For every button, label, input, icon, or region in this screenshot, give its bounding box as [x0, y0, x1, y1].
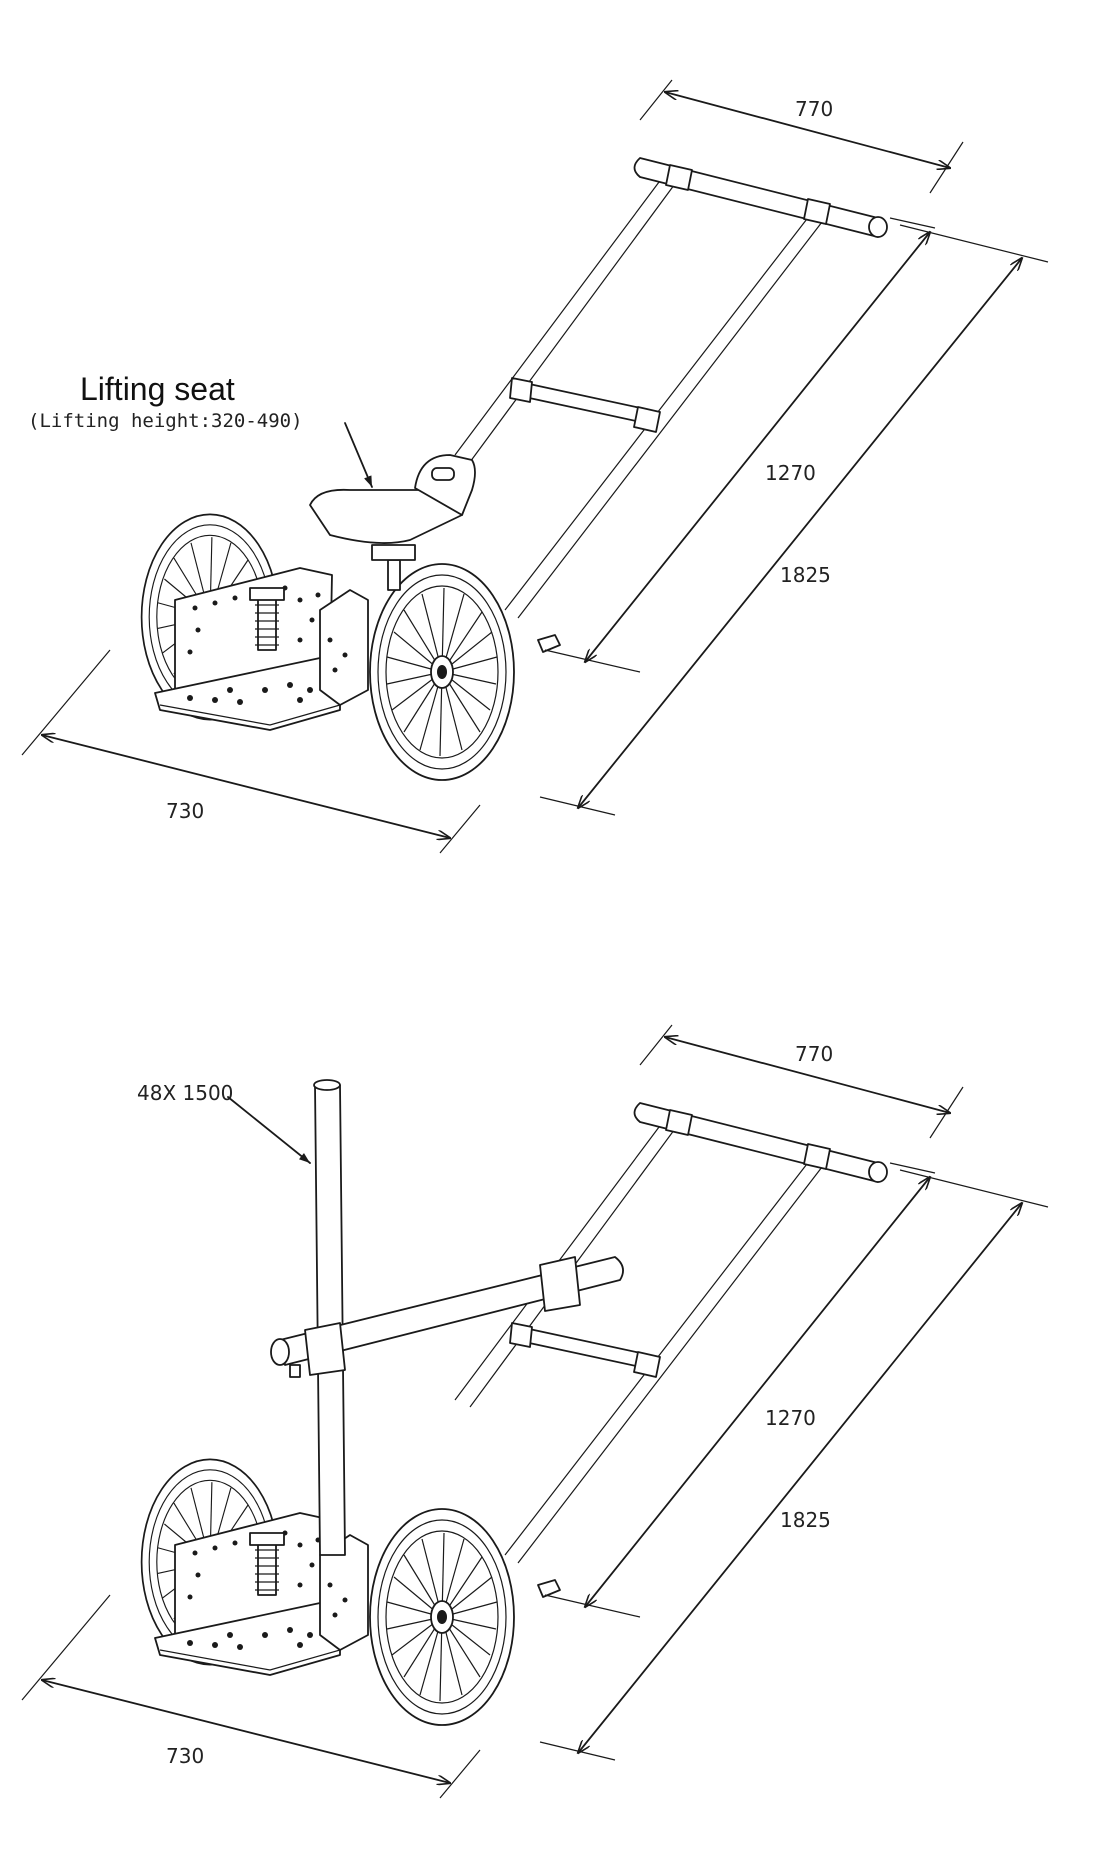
- dimension-base-width-1: 730: [21, 649, 481, 854]
- dim-1825-label: 1825: [780, 1508, 831, 1532]
- vertical-pole: [313, 1079, 346, 1556]
- dim-1825-label: 1825: [780, 563, 831, 587]
- dim-770-label: 770: [795, 1042, 833, 1066]
- seat-callout: Lifting seat (Lifting height:320-490): [28, 371, 373, 488]
- lifting-seat: [309, 454, 476, 591]
- dimension-frame-length-2: 1270: [544, 1162, 936, 1618]
- dim-1270-label: 1270: [765, 1406, 816, 1430]
- dimension-handle-width-2: 770: [639, 1024, 964, 1139]
- seat-callout-title: Lifting seat: [80, 371, 235, 407]
- seat-callout-subtitle: (Lifting height:320-490): [28, 410, 303, 432]
- dimension-handle-width-1: 770: [639, 79, 964, 194]
- dimension-overall-length-1: 1825: [539, 224, 1049, 816]
- dimension-overall-length-2: 1825: [539, 1169, 1049, 1761]
- pole-callout: 48X 1500: [137, 1081, 311, 1164]
- dim-770-label: 770: [795, 97, 833, 121]
- handle-frame-2: [454, 1102, 888, 1564]
- handle-frame-1: [454, 157, 888, 619]
- dim-730-label: 730: [166, 1744, 204, 1768]
- dim-1270-label: 1270: [765, 461, 816, 485]
- dimension-base-width-2: 730: [21, 1594, 481, 1799]
- trolley-base-2: [142, 1459, 560, 1725]
- drawing-pole-version: 48X 1500 770 1270 1825 730: [21, 1024, 1049, 1799]
- dimension-frame-length-1: 1270: [544, 217, 936, 673]
- dim-730-label: 730: [166, 799, 204, 823]
- trolley-base-1: [142, 514, 560, 780]
- drawing-lifting-seat-version: Lifting seat (Lifting height:320-490) 77…: [21, 79, 1049, 854]
- pole-callout-label: 48X 1500: [137, 1081, 233, 1105]
